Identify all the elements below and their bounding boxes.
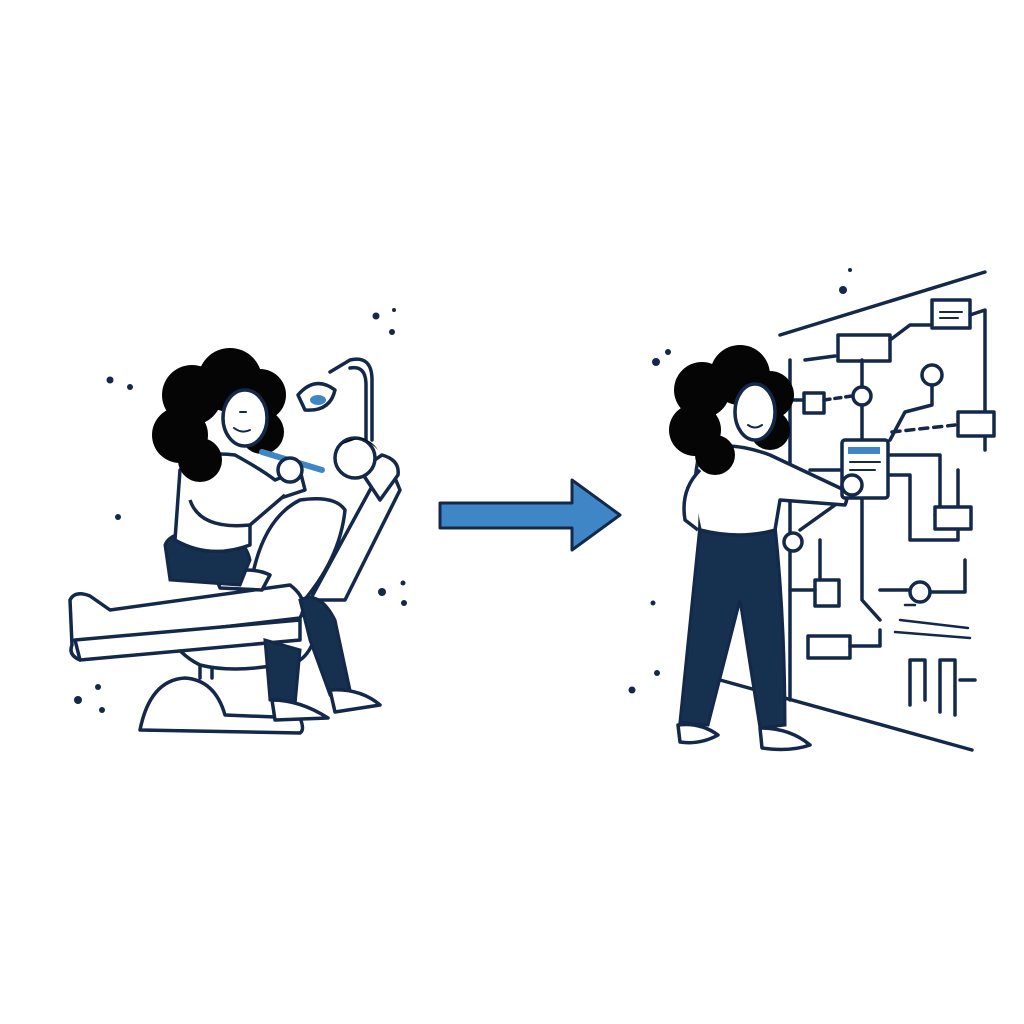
- dentist: [152, 348, 325, 587]
- dental-lamp: [296, 357, 374, 442]
- chair-base: [138, 676, 305, 735]
- engineer-woman: [669, 345, 890, 752]
- patient: [68, 436, 382, 722]
- trousers: [678, 523, 787, 730]
- engineer-scene: [628, 268, 996, 752]
- dentist-scene: [68, 308, 407, 735]
- arrow-right-icon: [438, 478, 622, 552]
- dentist-hair: [152, 348, 286, 482]
